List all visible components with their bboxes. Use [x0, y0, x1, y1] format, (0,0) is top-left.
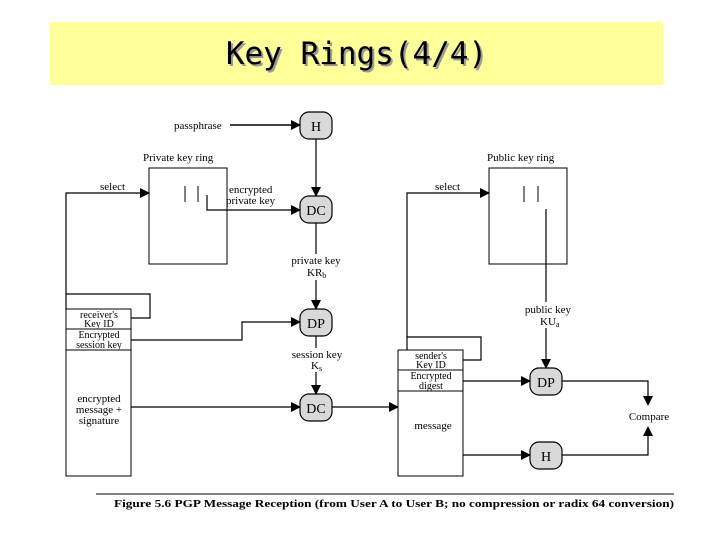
select-right-label: select	[435, 181, 460, 193]
encrypted-session-key-label-2: session key	[76, 340, 122, 351]
dc-node-bottom-label: DC	[306, 402, 325, 417]
encrypted-message-label-3: signature	[79, 415, 119, 427]
h-node-bottom-label: H	[541, 450, 551, 465]
receivers-key-id-label-1: receiver's	[80, 310, 118, 321]
encrypted-private-key-label-1: encrypted	[229, 184, 273, 196]
select-left-arrow	[65, 188, 150, 310]
session-key-to-dp-arrow	[131, 317, 301, 341]
key-id-to-select-line	[66, 293, 151, 319]
session-key-label-2: Ks	[311, 360, 322, 373]
senders-key-id-label-1: sender's	[415, 351, 447, 362]
select-right-arrow	[406, 188, 490, 350]
encrypted-digest-label-1: Encrypted	[410, 371, 451, 382]
dp-to-compare-arrow	[562, 380, 653, 406]
dp-node-left-label: DP	[307, 317, 325, 332]
select-left-label: select	[100, 181, 125, 193]
encrypted-private-key-label-2: private key	[226, 195, 276, 207]
encrypted-digest-label-2: digest	[419, 381, 443, 392]
encrypted-session-key-label-1: Encrypted	[78, 330, 119, 341]
receivers-key-id-label-2: Key ID	[84, 319, 114, 330]
public-key-ring-box	[488, 167, 568, 265]
signed-message-box	[397, 349, 464, 477]
received-message-box	[65, 308, 132, 477]
encrypted-message-label-1: encrypted	[77, 393, 121, 405]
private-key-ring-box	[148, 167, 228, 265]
passphrase-label: passphrase	[174, 120, 222, 132]
senders-key-id-label-2: Key ID	[416, 360, 446, 371]
private-key-label-1: private key	[291, 255, 341, 267]
public-key-label-1: public key	[525, 304, 572, 316]
public-key-label-2: KUa	[540, 316, 560, 329]
private-key-ring-label: Private key ring	[143, 152, 214, 164]
h-to-compare-arrow	[562, 426, 653, 456]
session-key-label-1: session key	[292, 349, 343, 361]
dc-node-top-label: DC	[306, 204, 325, 219]
message-label: message	[414, 420, 451, 432]
h-node-top-label: H	[311, 120, 321, 135]
encrypted-private-key-arrow	[206, 195, 301, 215]
title-banner: Key Rings(4/4)	[50, 22, 663, 85]
dp-node-right-label: DP	[537, 376, 555, 391]
compare-label: Compare	[629, 411, 669, 423]
sender-key-id-to-select-line	[407, 336, 482, 361]
slide-title: Key Rings(4/4)	[225, 35, 488, 72]
public-key-ring-label: Public key ring	[487, 152, 555, 164]
encrypted-message-label-2: message +	[76, 404, 122, 416]
figure-caption: Figure 5.6 PGP Message Reception (from U…	[114, 499, 675, 510]
private-key-label-2: KRb	[307, 267, 326, 280]
